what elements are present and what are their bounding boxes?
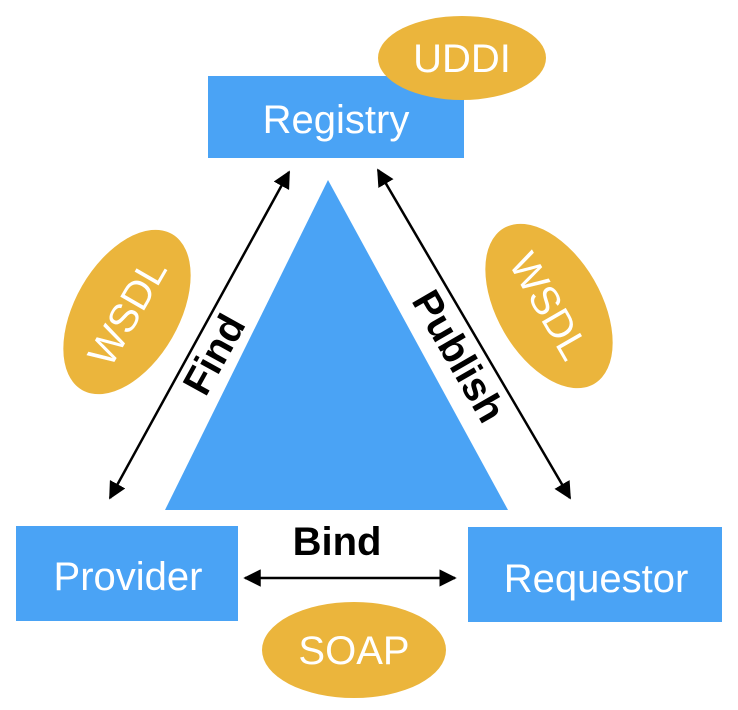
publish-arrow — [376, 168, 572, 500]
requestor-label: Requestor — [504, 557, 689, 601]
soap-label: SOAP — [298, 629, 409, 673]
registry-label: Registry — [263, 98, 410, 142]
provider-label: Provider — [54, 555, 203, 599]
uddi-tag: UDDI — [378, 16, 546, 100]
soap-tag: SOAP — [262, 602, 446, 698]
bind-edge-label: Bind — [293, 520, 382, 564]
provider-node[interactable]: Provider — [16, 526, 238, 621]
requestor-node[interactable]: Requestor — [468, 527, 722, 622]
soap-ellipse — [262, 602, 446, 698]
requestor-box — [468, 527, 722, 622]
uddi-label: UDDI — [413, 37, 511, 81]
find-arrow — [108, 170, 291, 500]
provider-box — [16, 526, 238, 621]
uddi-ellipse — [378, 16, 546, 100]
